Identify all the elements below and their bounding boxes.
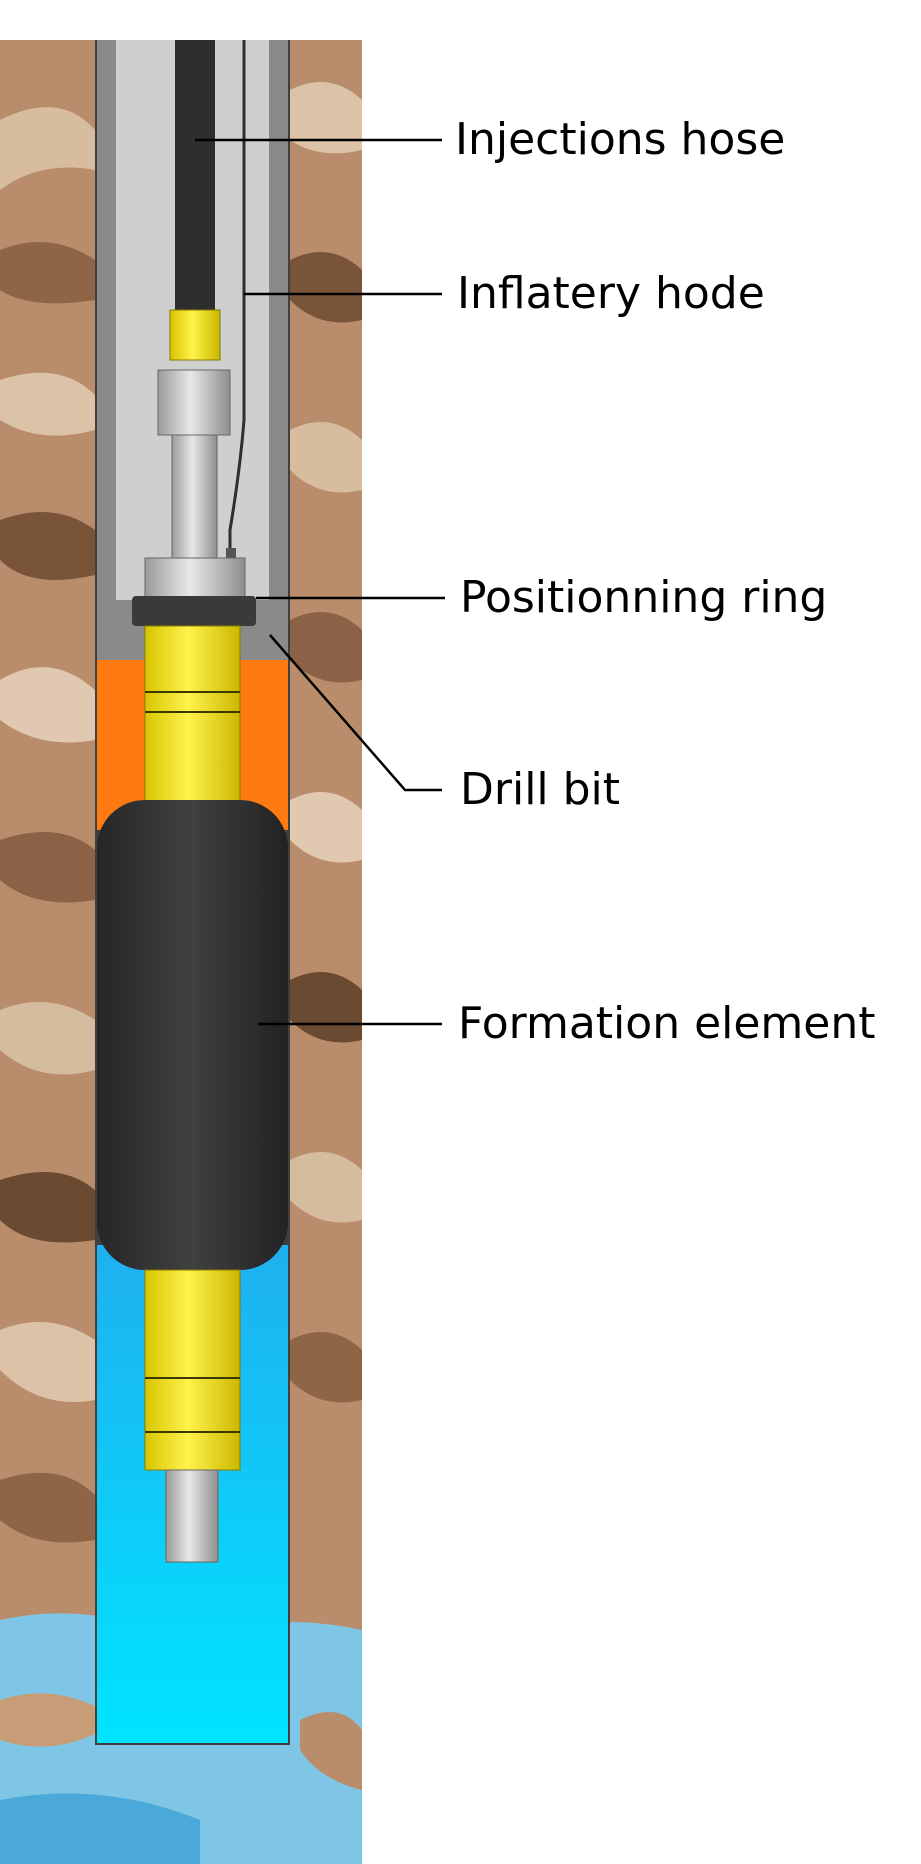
label-inflatery-hose: Inflatery hode xyxy=(457,268,765,319)
callout-lines xyxy=(195,138,445,1026)
label-positioning-ring: Positionning ring xyxy=(460,572,827,623)
label-formation-element: Formation element xyxy=(458,998,876,1049)
label-drill-bit: Drill bit xyxy=(460,764,620,815)
callout-line-drill-bit xyxy=(269,634,442,792)
injection-hose xyxy=(175,40,215,310)
positioning-ring-shape xyxy=(132,596,256,626)
formation-element-shape xyxy=(97,800,288,1270)
tool-lower xyxy=(144,1269,241,1563)
tool-upper xyxy=(144,309,246,599)
label-injection-hose: Injections hose xyxy=(455,114,785,165)
inflatery-hose xyxy=(228,40,246,560)
